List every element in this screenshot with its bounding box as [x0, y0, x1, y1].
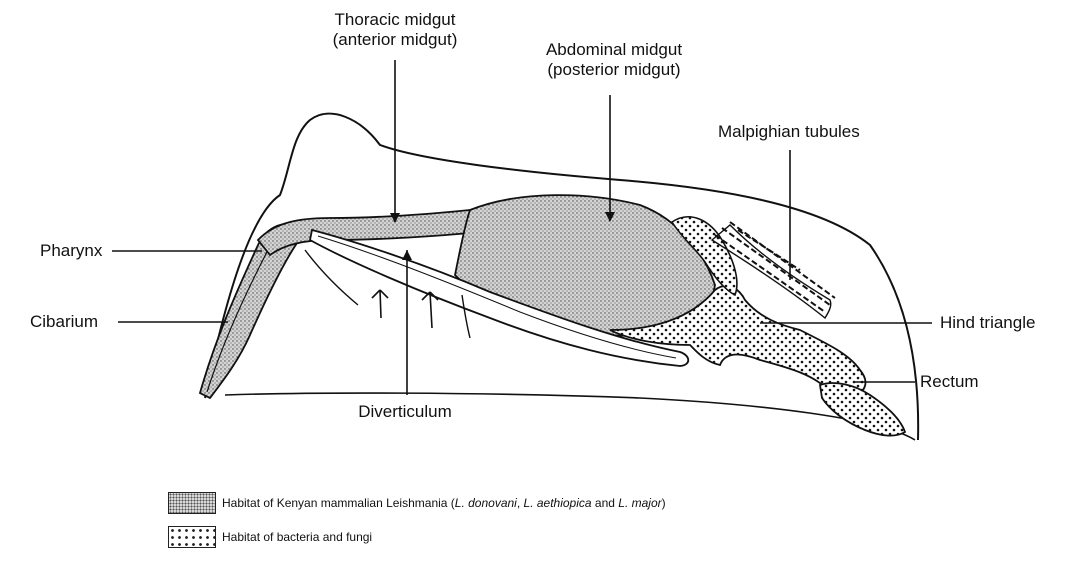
- malpighian-tubules-label: Malpighian tubules: [718, 122, 860, 142]
- rectum-label: Rectum: [920, 372, 979, 392]
- cibarium-label: Cibarium: [30, 312, 98, 332]
- hind-triangle-label: Hind triangle: [940, 313, 1035, 333]
- thoracic-midgut-label-line2: (anterior midgut): [333, 30, 458, 50]
- legend-item-coarse-dots: Habitat of bacteria and fungi: [168, 526, 372, 548]
- diverticulum-label: Diverticulum: [358, 402, 452, 422]
- legend-species-aethiopica: L. aethiopica: [524, 496, 592, 510]
- abdominal-midgut-label: Abdominal midgut (posterior midgut): [546, 40, 682, 80]
- legend-coarse-text: Habitat of bacteria and fungi: [222, 530, 372, 544]
- abdominal-midgut-label-line1: Abdominal midgut: [546, 40, 682, 60]
- rectum-shape: [820, 383, 905, 436]
- thoracic-midgut-label: Thoracic midgut (anterior midgut): [333, 10, 458, 50]
- legend-item-fine-stipple: Habitat of Kenyan mammalian Leishmania (…: [168, 492, 666, 514]
- cibarium-pharynx-tube: [200, 224, 305, 398]
- pharynx-label: Pharynx: [40, 241, 102, 261]
- coarse-dots-swatch: [168, 526, 216, 548]
- abdominal-midgut-label-line2: (posterior midgut): [546, 60, 682, 80]
- legend-fine-and: and: [592, 496, 619, 510]
- body-lower-contour: [225, 393, 915, 440]
- legend-species-major: L. major: [618, 496, 661, 510]
- appendage-y-1: [372, 290, 388, 318]
- thoracic-midgut-label-line1: Thoracic midgut: [333, 10, 458, 30]
- legend-fine-text: Habitat of Kenyan mammalian Leishmania (…: [222, 496, 666, 510]
- appendage-y-2: [422, 292, 438, 328]
- legend-fine-post: ): [662, 496, 666, 510]
- arrowhead-diverticulum: [402, 250, 412, 260]
- legend-fine-pre: Habitat of Kenyan mammalian Leishmania (: [222, 496, 455, 510]
- legend-fine-sep: ,: [517, 496, 524, 510]
- fine-stipple-swatch: [168, 492, 216, 514]
- legend-species-donovani: L. donovani: [455, 496, 517, 510]
